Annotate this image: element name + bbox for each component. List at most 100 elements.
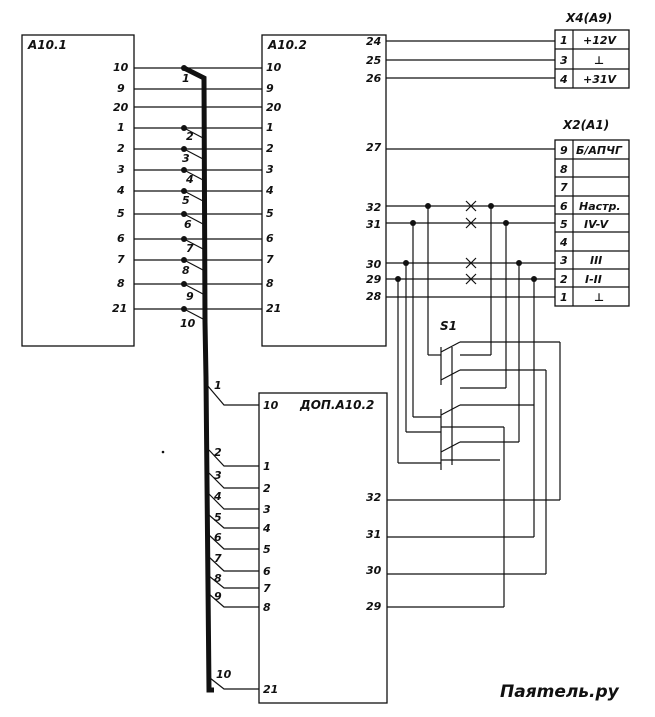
a10-2-left-pin: 20 — [266, 101, 282, 114]
block-a10-2: A10.2 10 9 20 1 2 3 4 5 6 7 8 21 24 25 2… — [261, 34, 387, 347]
dop-left-pin: 5 — [263, 543, 271, 556]
dop-left-pin: 10 — [263, 399, 279, 412]
x2-pin: 2 — [560, 273, 568, 286]
a10-1-pin: 2 — [117, 142, 125, 155]
bus-label: 10 — [180, 317, 196, 330]
dop-left-pin: 8 — [263, 601, 271, 614]
a10-2-right-pin: 29 — [366, 273, 382, 286]
a10-2-left-pin: 3 — [266, 163, 274, 176]
a10-2-left-pin: 21 — [266, 302, 281, 315]
dop-left-pin: 7 — [263, 582, 271, 595]
x2-pin: 5 — [560, 218, 568, 231]
a10-2-left-pin: 5 — [266, 207, 274, 220]
x2-pin: 7 — [560, 181, 568, 194]
bus-label: 3 — [182, 152, 190, 165]
a10-2-left-pin: 8 — [266, 277, 274, 290]
a10-2-right-pin: 24 — [366, 35, 381, 48]
x2-pin: 6 — [560, 200, 568, 213]
x2-pin: 9 — [560, 144, 568, 157]
a10-2-right-pin: 32 — [366, 201, 382, 214]
bus-label: 9 — [186, 290, 194, 303]
bus-label: 1 — [214, 379, 222, 392]
dop-left-pin: 2 — [263, 482, 271, 495]
switch-s1-label: S1 — [440, 319, 457, 333]
a10-2-right-pin: 25 — [366, 54, 382, 67]
connector-x2-a1: X2(A1) 9 8 7 6 5 4 3 2 1 Б/АПЧГ Настр. I… — [554, 118, 630, 307]
bus-labels-lower: 1 2 3 4 5 6 7 8 9 10 — [213, 379, 232, 681]
x2-label: III — [590, 254, 602, 267]
bus-label: 1 — [182, 72, 190, 85]
a10-1-pin: 8 — [117, 277, 125, 290]
a10-1-pin: 6 — [117, 232, 125, 245]
a10-1-pin: 1 — [117, 121, 125, 134]
a10-2-left-pin: 2 — [266, 142, 274, 155]
stray-dot — [161, 450, 165, 454]
bus-label: 10 — [216, 668, 232, 681]
dop-right-pin: 31 — [366, 528, 381, 541]
a10-2-left-pin: 9 — [266, 82, 274, 95]
bus-label: 8 — [214, 572, 222, 585]
bus-label: 4 — [185, 173, 194, 186]
x2-title: X2(A1) — [562, 118, 609, 132]
a10-2-left-pin: 6 — [266, 232, 274, 245]
x2-pin: 8 — [560, 163, 568, 176]
x4-title: X4(A9) — [565, 11, 612, 25]
dop-right-pin: 29 — [366, 600, 382, 613]
block-dop-a10-2: ДОП.А10.2 10 1 2 3 4 5 6 7 8 21 32 31 30… — [258, 392, 388, 704]
wires-bus-to-dop — [206, 384, 259, 690]
wires-dop-right — [387, 405, 560, 608]
block-a10-2-title: A10.2 — [267, 38, 307, 52]
dop-right-pin: 30 — [366, 564, 382, 577]
dop-left-pin: 3 — [263, 503, 271, 516]
dop-right-pin: 32 — [366, 491, 382, 504]
bus-labels-upper: 1 2 3 4 5 6 7 8 9 10 — [180, 72, 196, 330]
a10-2-right-pin: 31 — [366, 218, 381, 231]
wires-a10-1-to-a10-2 — [134, 67, 262, 310]
a10-2-right-pin: 26 — [366, 72, 382, 85]
x4-pin: 4 — [559, 73, 568, 86]
bus-taps-upper — [181, 65, 204, 320]
dop-left-pin: 1 — [263, 460, 271, 473]
bus-label: 7 — [186, 242, 194, 255]
bus-label: 4 — [213, 490, 222, 503]
a10-2-left-pin: 1 — [266, 121, 274, 134]
bus-label: 6 — [184, 218, 192, 231]
x2-label: ⊥ — [594, 291, 604, 304]
x4-label: +12V — [583, 34, 618, 47]
a10-1-pin: 21 — [112, 302, 127, 315]
x4-pin: 1 — [560, 34, 568, 47]
dop-left-pin: 21 — [263, 683, 278, 696]
bus-label: 8 — [182, 264, 190, 277]
a10-2-right-pin: 28 — [366, 290, 382, 303]
bus-label: 6 — [214, 531, 222, 544]
a10-1-pin: 9 — [117, 82, 125, 95]
connector-x4-a9: X4(A9) 1 3 4 +12V ⊥ +31V — [554, 11, 630, 89]
dop-left-pin: 4 — [262, 522, 271, 535]
wires-a10-2-right — [386, 40, 555, 298]
x2-pin: 4 — [559, 236, 568, 249]
a10-2-left-pin: 4 — [265, 184, 274, 197]
bus-label: 2 — [214, 446, 222, 459]
a10-1-pin: 3 — [117, 163, 125, 176]
switch-s1: S1 — [397, 206, 561, 607]
bus-label: 2 — [186, 130, 194, 143]
x4-label: ⊥ — [594, 54, 604, 67]
block-a10-1: A10.1 10 9 20 1 2 3 4 5 6 7 8 21 — [21, 34, 135, 347]
x2-label: Б/АПЧГ — [576, 144, 623, 157]
a10-1-pin: 4 — [116, 184, 125, 197]
a10-2-right-pin: 27 — [366, 141, 382, 154]
wire-bus — [182, 65, 214, 693]
a10-2-left-pin: 10 — [266, 61, 282, 74]
x2-label: IV-V — [584, 218, 610, 231]
a10-1-pin: 20 — [113, 101, 129, 114]
a10-1-pin: 5 — [117, 207, 125, 220]
x2-label: I-II — [585, 273, 602, 286]
a10-2-right-pin: 30 — [366, 258, 382, 271]
x4-pin: 3 — [560, 54, 568, 67]
a10-2-left-pin: 7 — [266, 253, 274, 266]
bus-label: 5 — [182, 194, 190, 207]
block-dop-title: ДОП.А10.2 — [299, 398, 374, 412]
dop-left-pin: 6 — [263, 565, 271, 578]
bus-label: 9 — [214, 590, 222, 603]
